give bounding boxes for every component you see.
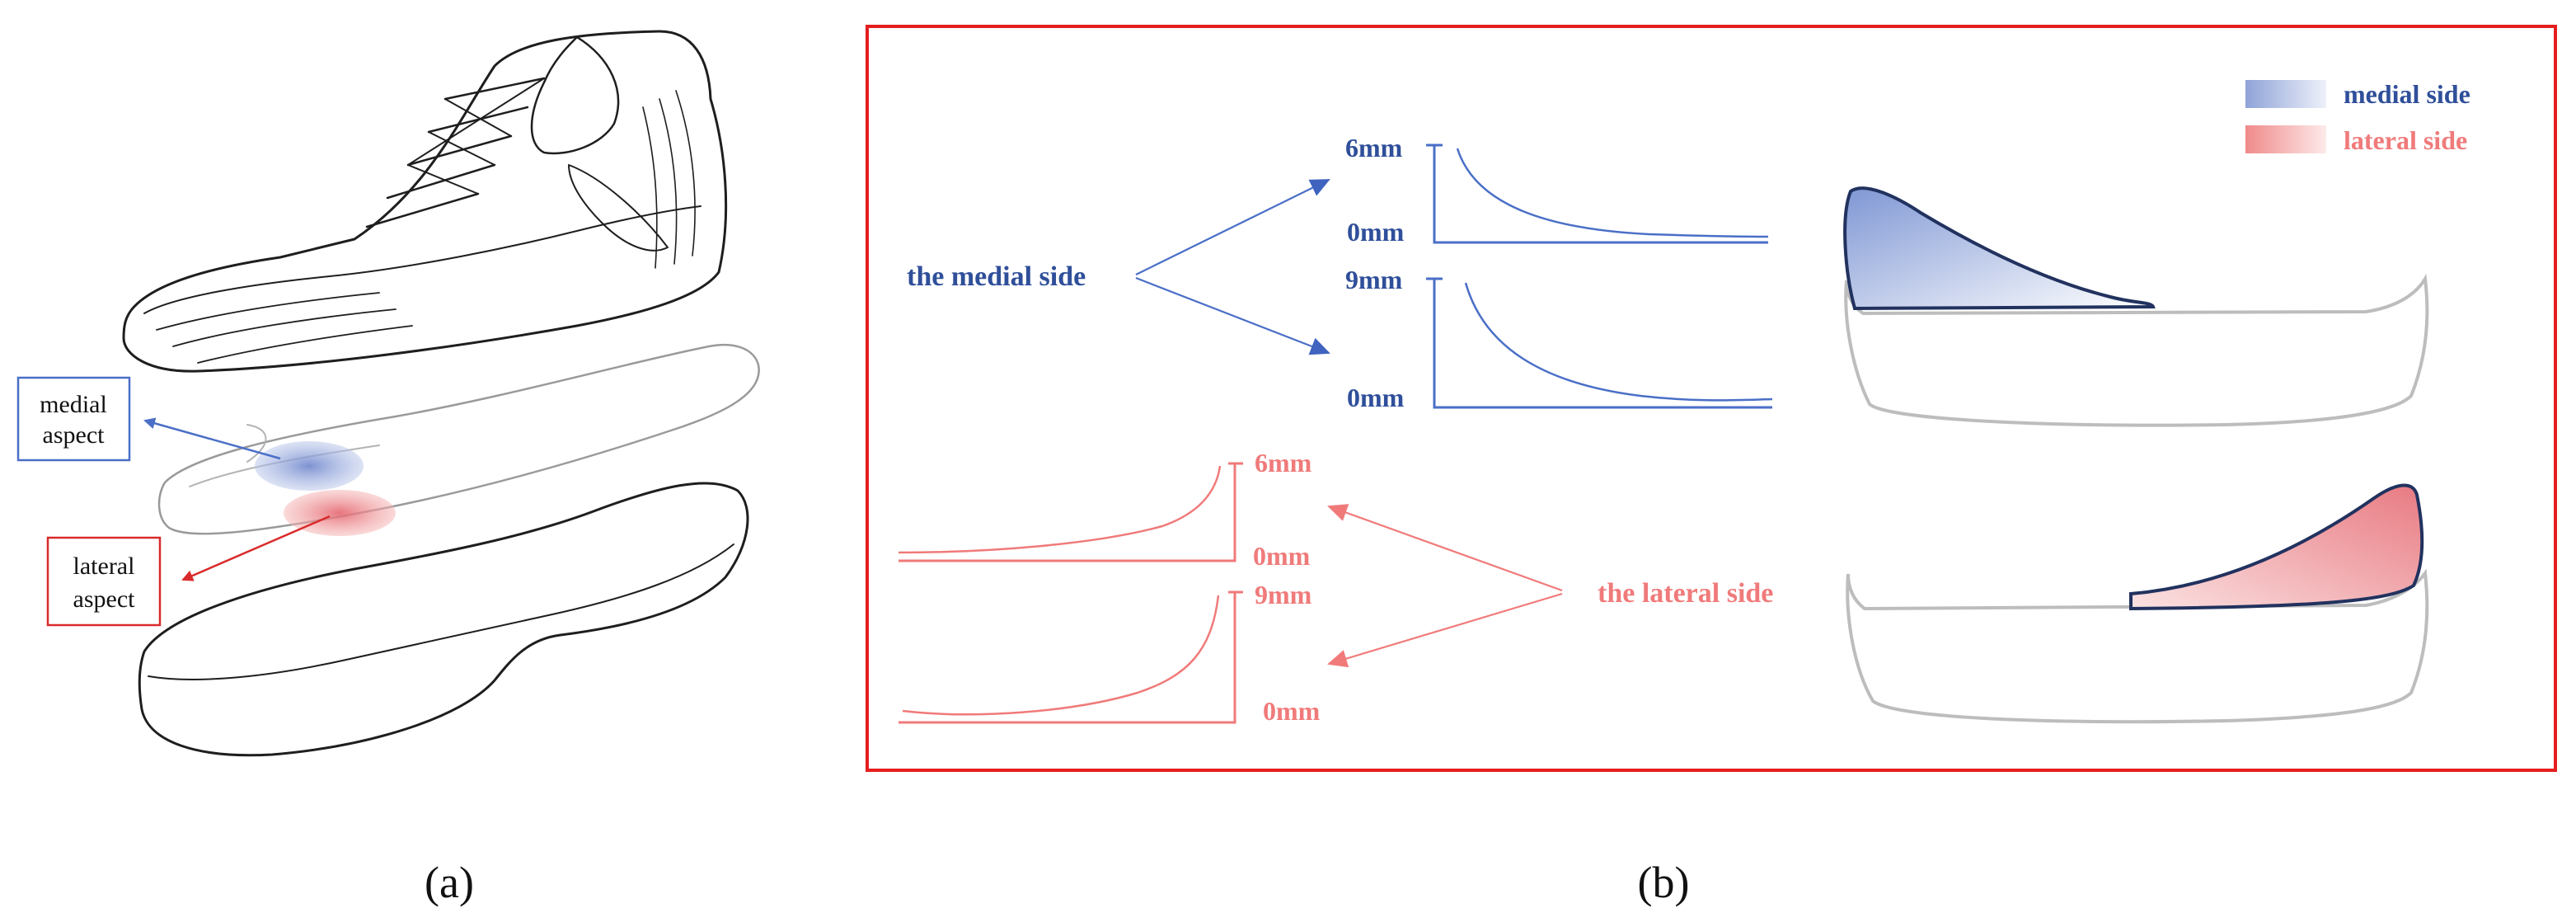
medial-aspect-box <box>16 376 131 462</box>
lateral-curve-6mm-bottom: 0mm <box>1253 541 1311 571</box>
medial-curve-9mm-axis <box>1426 277 1772 409</box>
legend-swatch-medial <box>2245 80 2326 108</box>
medial-aspect-blob <box>255 441 364 491</box>
lateral-curve-6mm-axis <box>899 462 1243 562</box>
shoe-side-panel <box>568 164 669 252</box>
outsole-rim <box>148 543 734 680</box>
medial-insole-sole <box>1844 273 2429 427</box>
shoe-lace-1 <box>365 77 546 228</box>
medial-arrow-up <box>1135 179 1330 275</box>
lateral-curve-9mm-top: 9mm <box>1255 580 1312 609</box>
medial-aspect-label-1: medial <box>40 391 107 418</box>
medial-curve-6mm-axis <box>1426 143 1768 244</box>
medial-aspect-arrow <box>143 417 281 460</box>
medial-curve-6mm <box>1426 143 1769 244</box>
shoe-upper-inner <box>143 205 701 314</box>
medial-curve-9mm-line <box>1464 282 1773 402</box>
lateral-curve-9mm <box>899 590 1243 724</box>
lateral-aspect-box <box>46 536 162 627</box>
medial-curve-9mm <box>1426 277 1773 409</box>
medial-curve-9mm-bottom: 0mm <box>1347 383 1405 412</box>
shoe-lace-cross <box>407 78 545 195</box>
lateral-curve-9mm-axis <box>899 590 1243 724</box>
lateral-aspect-arrow <box>181 515 331 581</box>
outsole-outline <box>138 482 749 757</box>
medial-side-title: the medial side <box>907 261 1086 292</box>
medial-curve-6mm-top: 6mm <box>1345 133 1403 162</box>
medial-wedge <box>1843 186 2156 311</box>
lateral-insole-sole <box>1846 568 2429 724</box>
insole-outline <box>157 343 760 535</box>
lateral-aspect-label-1: lateral <box>73 553 135 580</box>
legend-label-lateral: lateral side <box>2344 125 2467 155</box>
lateral-arrow-up <box>1327 504 1563 592</box>
lateral-insole-section <box>1846 483 2429 724</box>
medial-curve-9mm-top: 9mm <box>1345 265 1403 294</box>
shoe-collar <box>530 35 620 155</box>
panel-a-caption: (a) <box>425 858 474 907</box>
lateral-curve-6mm-line <box>898 465 1222 554</box>
legend-swatch-lateral <box>2245 125 2326 153</box>
lateral-curve-9mm-line <box>902 595 1220 716</box>
lateral-curve-6mm-top: 6mm <box>1255 448 1312 477</box>
shoe-toe-lines <box>156 292 413 364</box>
lateral-arrow-down <box>1327 592 1563 668</box>
medial-arrow-down <box>1135 276 1330 355</box>
panel-b-frame <box>866 25 2557 772</box>
legend-label-medial: medial side <box>2344 79 2470 109</box>
lateral-side-title: the lateral side <box>1598 578 1773 609</box>
lateral-aspect-label-2: aspect <box>73 586 136 613</box>
medial-aspect-label-2: aspect <box>43 421 106 449</box>
panel-b-caption: (b) <box>1638 858 1690 907</box>
lateral-wedge <box>2129 483 2424 611</box>
shoe-upper-outline <box>122 30 728 373</box>
shoe-heel-lines <box>642 90 696 269</box>
panel-a-shoe-illustration <box>122 30 760 757</box>
medial-insole-section <box>1843 186 2429 427</box>
legend: medial side lateral side <box>2245 79 2470 155</box>
lateral-curve-9mm-bottom: 0mm <box>1263 696 1321 726</box>
medial-curve-6mm-line <box>1456 148 1769 238</box>
medial-curve-6mm-bottom: 0mm <box>1347 217 1405 247</box>
lateral-curve-6mm <box>898 462 1243 562</box>
